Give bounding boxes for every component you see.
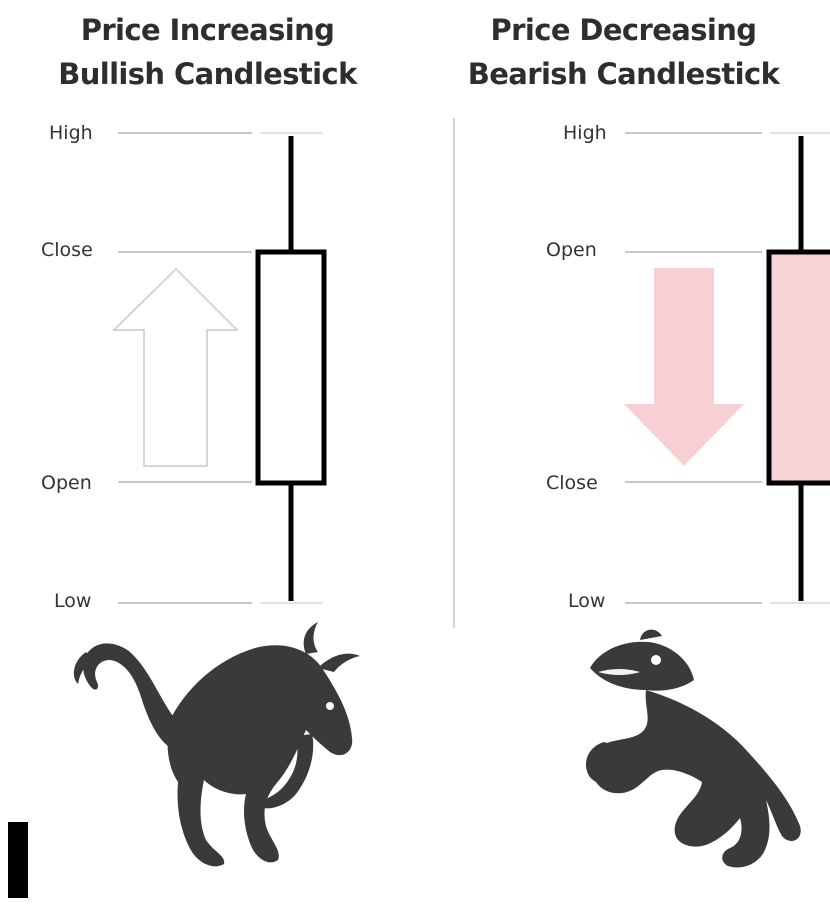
bullish-label-close: Close — [41, 239, 93, 261]
bullish-label-high: High — [49, 122, 93, 144]
bearish-candlestick — [766, 136, 830, 601]
bullish-label-open: Open — [41, 472, 92, 494]
bullish-candle-body — [255, 249, 327, 486]
bearish-candle-body — [766, 249, 830, 486]
bearish-label-low: Low — [568, 590, 606, 612]
bullish-label-low: Low — [54, 590, 92, 612]
bearish-guide-lines — [625, 132, 830, 604]
bullish-title-line2: Bullish Candlestick — [58, 57, 357, 91]
bullish-guide-lines — [118, 132, 322, 604]
bullish-candlestick — [255, 136, 327, 601]
bearish-title: Price Decreasing Bearish Candlestick — [416, 8, 830, 96]
black-bar-mark — [8, 822, 28, 898]
bearish-label-high: High — [563, 122, 607, 144]
bearish-title-line2: Bearish Candlestick — [467, 57, 780, 91]
bull-icon — [73, 622, 360, 867]
bear-icon — [585, 629, 801, 868]
up-arrow-icon — [112, 267, 239, 467]
bearish-panel: Price Decreasing Bearish Candlestick Hig… — [415, 0, 830, 904]
bearish-label-open: Open — [546, 239, 597, 261]
bullish-title-line1: Price Increasing — [80, 13, 335, 47]
panel-divider — [453, 118, 455, 628]
bullish-panel: Price Increasing Bullish Candlestick Hig… — [0, 8, 415, 612]
bearish-label-close: Close — [546, 472, 598, 494]
bullish-title: Price Increasing Bullish Candlestick — [0, 8, 415, 96]
down-arrow-icon — [624, 268, 744, 466]
bearish-title-line1: Price Decreasing — [490, 13, 758, 47]
